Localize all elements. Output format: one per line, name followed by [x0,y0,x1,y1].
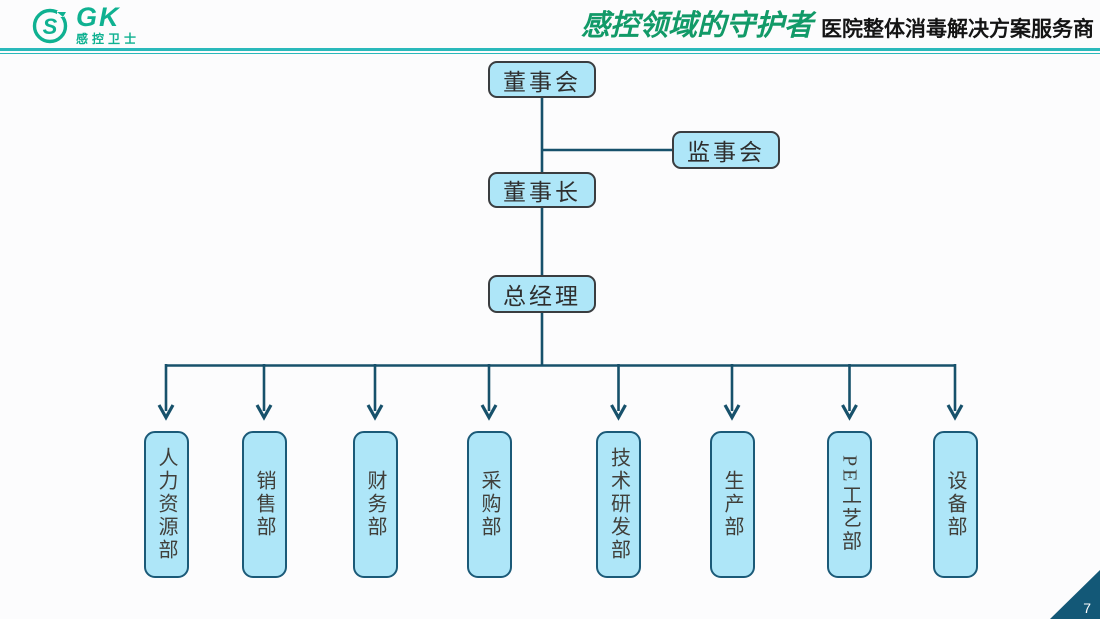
org-node-supervisory: 监事会 [672,131,780,169]
org-node-dept-pe-process: PE工艺部 [827,431,872,578]
connector-arrow [946,364,964,421]
org-node-general-manager: 总经理 [488,275,596,313]
connector-arrow [723,364,741,421]
gk-ring-icon: S [32,8,68,43]
org-node-dept-hr: 人力资源部 [143,431,189,578]
org-node-board: 董事会 [488,61,596,98]
connector-arrow [157,364,175,421]
connector-arrow [366,364,384,421]
logo-subtitle: 感控卫士 [76,32,141,46]
logo-wordmark: GK [76,2,121,32]
org-node-dept-equipment: 设备部 [932,431,978,578]
header-rule-thin [0,52,1100,54]
org-node-chairman: 董事长 [488,172,596,208]
corner-triangle [1050,570,1100,619]
company-logo: S GK 感控卫士 [30,4,140,45]
connector-arrow [255,364,273,421]
org-node-dept-production: 生产部 [709,431,755,578]
org-node-dept-rnd: 技术研发部 [596,431,641,578]
connector-arrows [157,364,964,421]
connector-arrow [841,364,858,421]
page-number: 7 [1083,600,1091,616]
header-slogan: 感控领域的守护者 医院整体消毒解决方案服务商 [580,8,1094,42]
connector-arrow [610,364,627,421]
org-node-dept-purchasing: 采购部 [466,431,512,578]
slogan-script-text: 感控领域的守护者 [580,8,813,42]
slogan-bold-text: 医院整体消毒解决方案服务商 [821,17,1094,41]
org-node-dept-sales: 销售部 [241,431,287,578]
org-node-dept-finance: 财务部 [352,431,398,578]
header-rule-thick [0,48,1100,51]
svg-text:S: S [43,14,58,39]
connector-arrow [480,364,498,421]
